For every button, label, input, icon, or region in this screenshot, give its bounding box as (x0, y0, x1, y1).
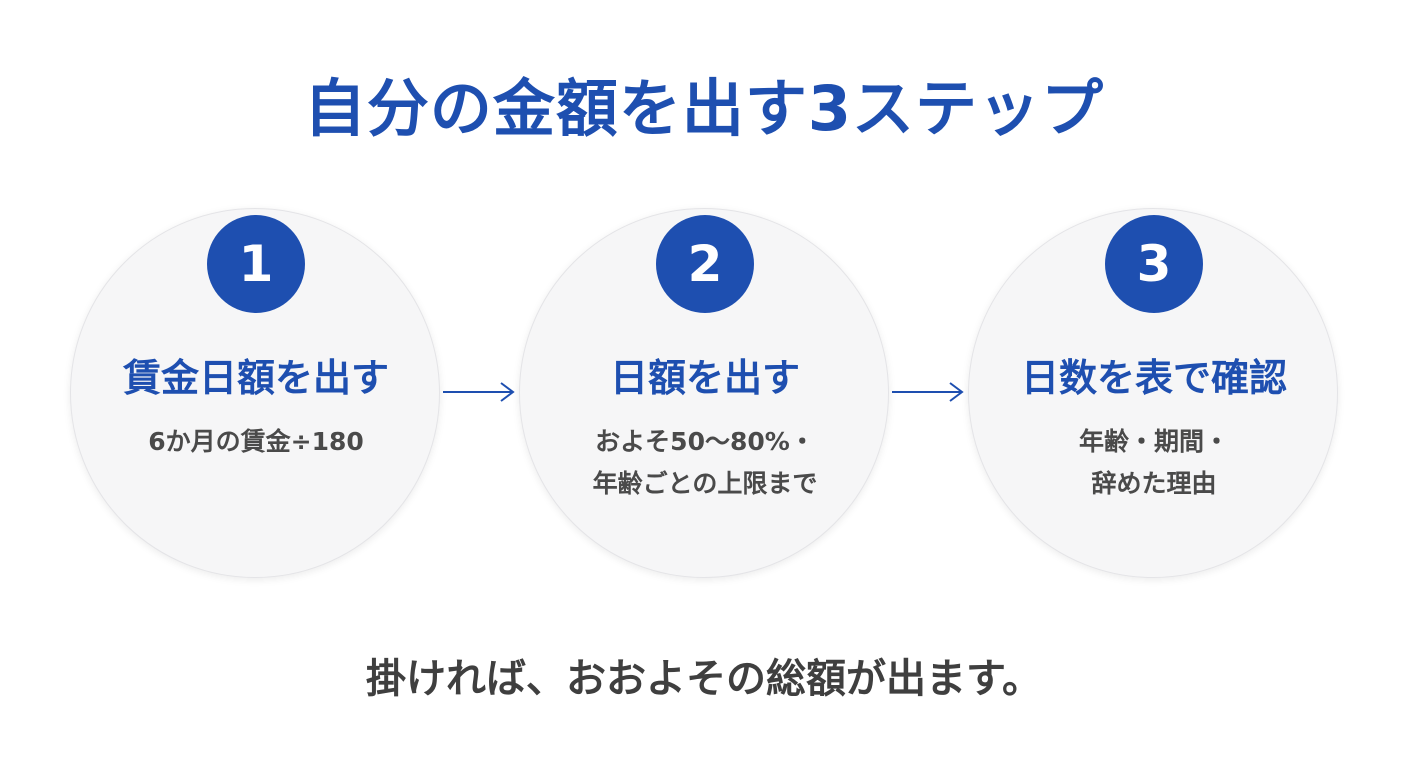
step-number-badge: 1 (207, 215, 305, 313)
right-arrow-icon (892, 382, 964, 402)
step-description-line: 辞めた理由 (1091, 469, 1217, 498)
step-description-line: 年齢ごとの上限まで (592, 469, 818, 498)
step-heading: 賃金日額を出す (122, 356, 389, 400)
step-description-line: 年齢・期間・ (1078, 427, 1229, 456)
footer-note: 掛ければ、おおよその総額が出ます。 (366, 656, 1042, 702)
page-title: 自分の金額を出す3ステップ (303, 72, 1105, 145)
step-description: 6か月の賃金÷180 (91, 421, 421, 463)
step-circle-1: 1 賃金日額を出す 6か月の賃金÷180 (70, 208, 440, 578)
step-circle-3: 3 日数を表で確認 年齢・期間・ 辞めた理由 (968, 208, 1338, 578)
step-description: 年齢・期間・ 辞めた理由 (989, 421, 1319, 505)
step-circle-2: 2 日額を出す およそ50〜80%・ 年齢ごとの上限まで (519, 208, 889, 578)
step-description-line: およそ50〜80%・ (595, 427, 815, 456)
step-number-badge: 2 (656, 215, 754, 313)
step-description-line: 6か月の賃金÷180 (148, 427, 364, 456)
step-description: およそ50〜80%・ 年齢ごとの上限まで (540, 421, 870, 505)
right-arrow-icon (443, 382, 515, 402)
step-number-badge: 3 (1105, 215, 1203, 313)
step-heading: 日額を出す (609, 356, 800, 400)
step-heading: 日数を表で確認 (1020, 356, 1287, 400)
